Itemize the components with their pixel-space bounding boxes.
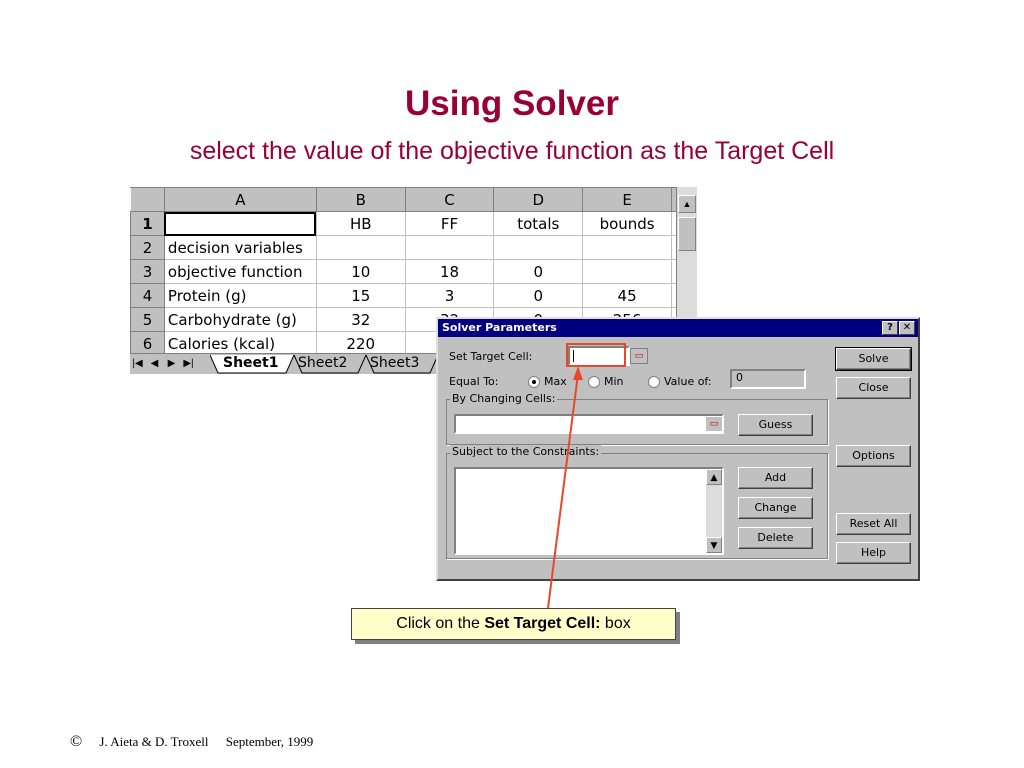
constraints-label: Subject to the Constraints: [450, 445, 602, 458]
max-label[interactable]: Max [544, 375, 567, 388]
scroll-up-icon[interactable]: ▲ [678, 195, 696, 213]
cell[interactable]: 10 [315, 259, 406, 284]
changing-cells-group [446, 399, 828, 445]
cell[interactable] [315, 235, 406, 260]
cell[interactable]: 18 [404, 259, 495, 284]
cell[interactable]: 0 [493, 283, 584, 308]
changing-cells-label: By Changing Cells: [450, 392, 558, 405]
options-button[interactable]: Options [836, 445, 911, 467]
min-label[interactable]: Min [604, 375, 624, 388]
constraints-scroll-down-icon[interactable]: ▼ [706, 537, 722, 553]
instruction-callout: Click on the Set Target Cell: box [351, 608, 676, 640]
last-sheet-icon[interactable]: ▶| [183, 358, 194, 369]
reset-all-button[interactable]: Reset All [836, 513, 911, 535]
change-button[interactable]: Change [738, 497, 813, 519]
equal-to-label: Equal To: [449, 375, 499, 388]
cell[interactable]: 32 [315, 307, 406, 332]
text-cursor [573, 350, 574, 362]
row-header[interactable]: 6 [130, 331, 165, 356]
cell[interactable]: totals [493, 211, 584, 236]
guess-button[interactable]: Guess [738, 414, 813, 436]
row-header[interactable]: 5 [130, 307, 165, 332]
cell[interactable]: bounds [582, 211, 673, 236]
cell[interactable]: Calories (kcal) [163, 331, 317, 356]
constraints-scrollbar[interactable]: ▲ ▼ [706, 469, 722, 553]
sheet-tab-outlines [210, 354, 439, 374]
footer-date: September, 1999 [225, 734, 314, 749]
callout-suffix: box [600, 615, 631, 632]
cell[interactable]: Protein (g) [163, 283, 317, 308]
help-button[interactable]: Help [836, 542, 911, 564]
value-of-radio[interactable] [648, 376, 660, 388]
table-row: 1 HB FF totals bounds [130, 211, 696, 236]
cell[interactable]: 0 [493, 259, 584, 284]
help-icon[interactable]: ? [882, 321, 898, 335]
max-radio[interactable] [528, 376, 540, 388]
footer-authors: J. Aieta & D. Troxell [99, 734, 209, 749]
close-button[interactable]: Close [836, 377, 911, 399]
slide-subtitle: select the value of the objective functi… [189, 137, 835, 165]
copyright-symbol: © [70, 733, 83, 750]
table-row: 2 decision variables [130, 235, 696, 260]
solver-dialog: Solver Parameters ? ✕ Set Target Cell: ▭… [436, 317, 920, 581]
scroll-thumb[interactable] [678, 217, 696, 251]
changing-cells-input[interactable] [454, 414, 724, 434]
constraints-scroll-up-icon[interactable]: ▲ [706, 469, 722, 485]
prev-sheet-icon[interactable]: ◀ [150, 358, 159, 369]
slide-footer: © J. Aieta & D. Troxell September, 1999 [70, 733, 327, 751]
dialog-title: Solver Parameters [442, 321, 557, 334]
set-target-label: Set Target Cell: [449, 350, 533, 363]
next-sheet-icon[interactable]: ▶ [167, 358, 176, 369]
column-header-d[interactable]: D [493, 187, 584, 212]
row-header[interactable]: 4 [130, 283, 165, 308]
column-header-b[interactable]: B [315, 187, 406, 212]
row-header[interactable]: 3 [130, 259, 165, 284]
cell[interactable]: objective function [163, 259, 317, 284]
vertical-scrollbar[interactable]: ▲ [676, 187, 697, 353]
tab-sheet1[interactable]: Sheet1 [223, 355, 279, 371]
callout-prefix: Click on the [396, 615, 485, 632]
close-icon[interactable]: ✕ [899, 321, 915, 335]
target-cell-highlight [566, 343, 626, 367]
slide-title: Using Solver [405, 84, 619, 123]
tab-sheet3[interactable]: Sheet3 [370, 355, 420, 371]
collapse-dialog-icon[interactable]: ▭ [630, 348, 648, 364]
delete-button[interactable]: Delete [738, 527, 813, 549]
cell[interactable]: FF [404, 211, 495, 236]
cell[interactable]: HB [315, 211, 406, 236]
constraints-group [446, 453, 828, 559]
table-row: 3 objective function 10 18 0 [130, 259, 696, 284]
cell[interactable] [582, 259, 673, 284]
dialog-titlebar[interactable]: Solver Parameters ? ✕ [438, 319, 918, 337]
min-radio[interactable] [588, 376, 600, 388]
first-sheet-icon[interactable]: |◀ [132, 358, 143, 369]
constraints-list[interactable]: ▲ ▼ [454, 467, 724, 555]
changing-cells-ref-icon[interactable]: ▭ [706, 417, 722, 431]
value-of-label[interactable]: Value of: [664, 375, 712, 388]
column-header-row: A B C D E [130, 187, 696, 212]
value-of-input[interactable]: 0 [730, 369, 806, 389]
add-button[interactable]: Add [738, 467, 813, 489]
column-header-c[interactable]: C [404, 187, 495, 212]
tab-sheet2[interactable]: Sheet2 [298, 355, 348, 371]
solve-button[interactable]: Solve [835, 347, 912, 371]
callout-bold: Set Target Cell: [484, 615, 601, 632]
